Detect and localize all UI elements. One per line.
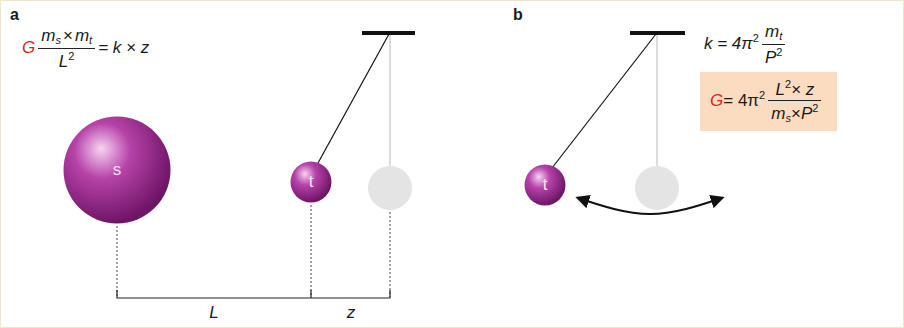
formula-term: G bbox=[22, 38, 35, 57]
fraction: ms×mtL2 bbox=[38, 26, 95, 71]
formula-term: m bbox=[765, 22, 779, 41]
formula-term: t bbox=[89, 34, 92, 46]
swing-arrow bbox=[578, 198, 722, 214]
mass-label: t bbox=[543, 175, 548, 195]
pendulum-string bbox=[318, 34, 389, 163]
rest-position bbox=[368, 166, 412, 210]
numerator: L2× z bbox=[768, 78, 821, 101]
panel-letter: a bbox=[10, 6, 19, 24]
mass-label: t bbox=[309, 172, 314, 192]
formula-term: 2 bbox=[68, 50, 74, 62]
numerator: ms×mt bbox=[38, 26, 95, 49]
dimension-label: z bbox=[347, 303, 356, 323]
denominator: L2 bbox=[38, 49, 95, 71]
formula-term: × bbox=[791, 104, 801, 123]
formula-term: P bbox=[801, 104, 812, 123]
hanger-bar bbox=[630, 31, 685, 35]
denominator: ms×P2 bbox=[768, 101, 821, 125]
formula-term: = k × z bbox=[98, 38, 149, 57]
formula-term: × z bbox=[791, 80, 814, 99]
formula-term: × bbox=[61, 26, 75, 45]
fraction: mtP2 bbox=[762, 22, 786, 67]
dimension-bracket bbox=[117, 290, 390, 298]
formula-term: P bbox=[765, 48, 776, 67]
rest-string bbox=[389, 35, 390, 166]
formula-term: = 4π bbox=[723, 91, 759, 110]
formula-term: m bbox=[771, 104, 785, 123]
formula-term: m bbox=[75, 26, 89, 45]
dimension-label: L bbox=[209, 303, 218, 323]
sphere bbox=[525, 165, 566, 206]
test-mass: t bbox=[290, 161, 332, 203]
formula-term: L bbox=[59, 52, 68, 71]
equation: k = 4π2mtP2 bbox=[704, 22, 788, 67]
formula-term: L bbox=[775, 80, 784, 99]
denominator: P2 bbox=[762, 45, 786, 67]
formula-term: 2 bbox=[759, 89, 765, 101]
rest-string bbox=[656, 35, 657, 166]
source-mass: s bbox=[63, 116, 171, 224]
formula-term: 2 bbox=[776, 46, 782, 58]
formula-term: m bbox=[41, 26, 55, 45]
formula-term: t bbox=[779, 30, 782, 42]
mass-label: s bbox=[113, 160, 122, 180]
formula-term: 2 bbox=[812, 102, 818, 114]
formula-term: k = 4π bbox=[704, 34, 753, 53]
formula-term: G bbox=[710, 91, 723, 110]
numerator: mt bbox=[762, 22, 786, 45]
rest-position bbox=[635, 166, 679, 210]
formula-term: s bbox=[785, 112, 791, 124]
result-box: G= 4π2L2× zms×P2 bbox=[700, 72, 837, 131]
fraction: L2× zms×P2 bbox=[768, 78, 821, 125]
guide-line bbox=[117, 226, 118, 297]
formula-term: s bbox=[55, 34, 61, 46]
equation: Gms×mtL2= k × z bbox=[22, 26, 149, 71]
guide-line bbox=[311, 205, 312, 297]
test-mass: t bbox=[524, 164, 566, 206]
pendulum-string bbox=[552, 34, 656, 168]
sphere bbox=[291, 162, 332, 203]
sphere bbox=[64, 117, 171, 224]
guide-line bbox=[390, 212, 391, 297]
formula-term: 2 bbox=[785, 78, 791, 90]
panel-letter: b bbox=[513, 6, 523, 24]
formula-term: 2 bbox=[753, 32, 759, 44]
